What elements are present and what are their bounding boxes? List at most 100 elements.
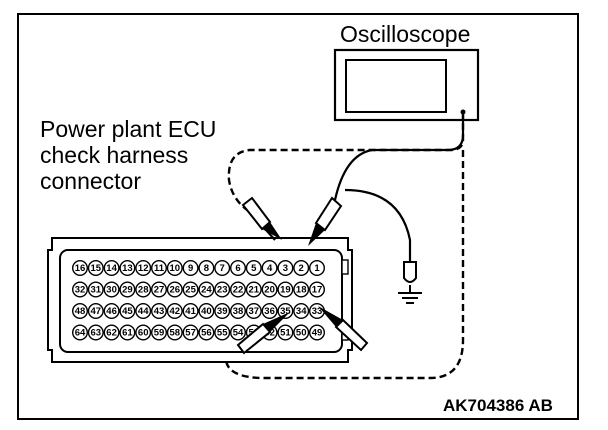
connector-pin-circle (245, 260, 262, 277)
connector-pin-number: 11 (154, 263, 165, 274)
connector-pin-circle (229, 281, 246, 298)
connector-pin-number: 4 (267, 263, 273, 274)
connector-pin-circle (182, 324, 199, 341)
connector-pin-number: 38 (233, 306, 244, 317)
ecu-connector (47, 237, 353, 363)
connector-pin: 9 (182, 260, 199, 277)
connector-pin: 12 (135, 260, 152, 277)
connector-pin-number: 29 (122, 285, 133, 296)
connector-pin-number: 17 (312, 285, 323, 296)
connector-pin-circle (150, 260, 167, 277)
connector-pin-circle (166, 260, 183, 277)
connector-pin-circle (71, 303, 88, 320)
probe-bottom-left-icon (236, 312, 290, 355)
connector-pin-number: 14 (106, 263, 117, 274)
connector-pin-circle (166, 324, 183, 341)
connector-pin: 60 (135, 324, 152, 341)
connector-pin-number: 40 (201, 306, 212, 317)
connector-pin: 39 (214, 303, 231, 320)
connector-pin-circle (119, 260, 136, 277)
connector-pin: 19 (277, 281, 294, 298)
connector-pin: 46 (103, 303, 120, 320)
oscilloscope-screen (345, 59, 447, 113)
connector-pin-circle (150, 324, 167, 341)
connector-pin: 28 (135, 281, 152, 298)
connector-pin-number: 41 (185, 306, 196, 317)
connector-pin-number: 54 (233, 328, 244, 339)
connector-pin-circle (87, 324, 104, 341)
connector-pin: 54 (229, 324, 246, 341)
connector-pin-number: 33 (312, 306, 323, 317)
connector-pin: 36 (261, 303, 278, 320)
connector-pin: 22 (229, 281, 246, 298)
connector-pin-circle (71, 324, 88, 341)
connector-pin-number: 56 (201, 328, 212, 339)
connector-pin-circle (214, 281, 231, 298)
connector-pin-circle (277, 324, 294, 341)
probe-bottom-right-icon (318, 306, 369, 352)
connector-pin: 26 (166, 281, 183, 298)
connector-pin-number: 22 (233, 285, 244, 296)
check-harness-dashed-line (224, 112, 465, 380)
connector-pin: 11 (150, 260, 167, 277)
connector-pin-number: 37 (249, 306, 260, 317)
connector-pin-circle (135, 324, 152, 341)
connector-pin: 43 (150, 303, 167, 320)
connector-pin-number: 16 (75, 263, 86, 274)
connector-pin-circle (182, 260, 199, 277)
connector-pin-circle (229, 324, 246, 341)
connector-pin: 7 (214, 260, 231, 277)
connector-pin-number: 2 (299, 263, 304, 274)
connector-pin-number: 12 (138, 263, 149, 274)
connector-pin: 49 (309, 324, 326, 341)
connector-pin-circle (229, 303, 246, 320)
connector-pin: 8 (198, 260, 215, 277)
connector-pin: 1 (309, 260, 326, 277)
connector-pin: 59 (150, 324, 167, 341)
connector-pin-number: 18 (296, 285, 307, 296)
connector-pin-circle (119, 324, 136, 341)
connector-pin-circle (277, 260, 294, 277)
connector-pin-number: 27 (154, 285, 165, 296)
connector-pin-circle (214, 260, 231, 277)
connector-pin-number: 43 (154, 306, 165, 317)
probe-right-icon (308, 196, 343, 246)
connector-pin-circle (166, 281, 183, 298)
connector-pin: 41 (182, 303, 199, 320)
connector-pin: 45 (119, 303, 136, 320)
connector-pin-number: 42 (170, 306, 181, 317)
connector-pin: 6 (229, 260, 246, 277)
connector-pin: 27 (150, 281, 167, 298)
connector-pin-circle (245, 281, 262, 298)
connector-pin-number: 7 (220, 263, 225, 274)
connector-pin-number: 3 (283, 263, 288, 274)
connector-pin-circle (214, 324, 231, 341)
connector-pin: 13 (119, 260, 136, 277)
connector-pin-number: 8 (204, 263, 209, 274)
probe-left-icon (241, 196, 282, 241)
connector-pin: 40 (198, 303, 215, 320)
connector-pin-number: 44 (138, 306, 149, 317)
connector-pin-circle (87, 260, 104, 277)
connector-pin-circle (103, 303, 120, 320)
connector-pin-circle (135, 303, 152, 320)
connector-pin-circle (135, 260, 152, 277)
connector-pin-number: 46 (106, 306, 117, 317)
connector-pin-circle (261, 260, 278, 277)
connector-pin-number: 34 (296, 306, 307, 317)
connector-pin: 20 (261, 281, 278, 298)
connector-pin: 30 (103, 281, 120, 298)
connector-pin: 16 (71, 260, 88, 277)
connector-pin-circle (229, 260, 246, 277)
connector-pin-number: 28 (138, 285, 149, 296)
connector-pin-number: 32 (75, 285, 86, 296)
connector-pin-circle (135, 281, 152, 298)
connector-pin-number: 6 (235, 263, 240, 274)
connector-pin: 29 (119, 281, 136, 298)
connector-pin-circle (103, 260, 120, 277)
connector-pin-circle (103, 324, 120, 341)
connector-pin: 35 (277, 303, 294, 320)
connector-pin: 18 (293, 281, 310, 298)
